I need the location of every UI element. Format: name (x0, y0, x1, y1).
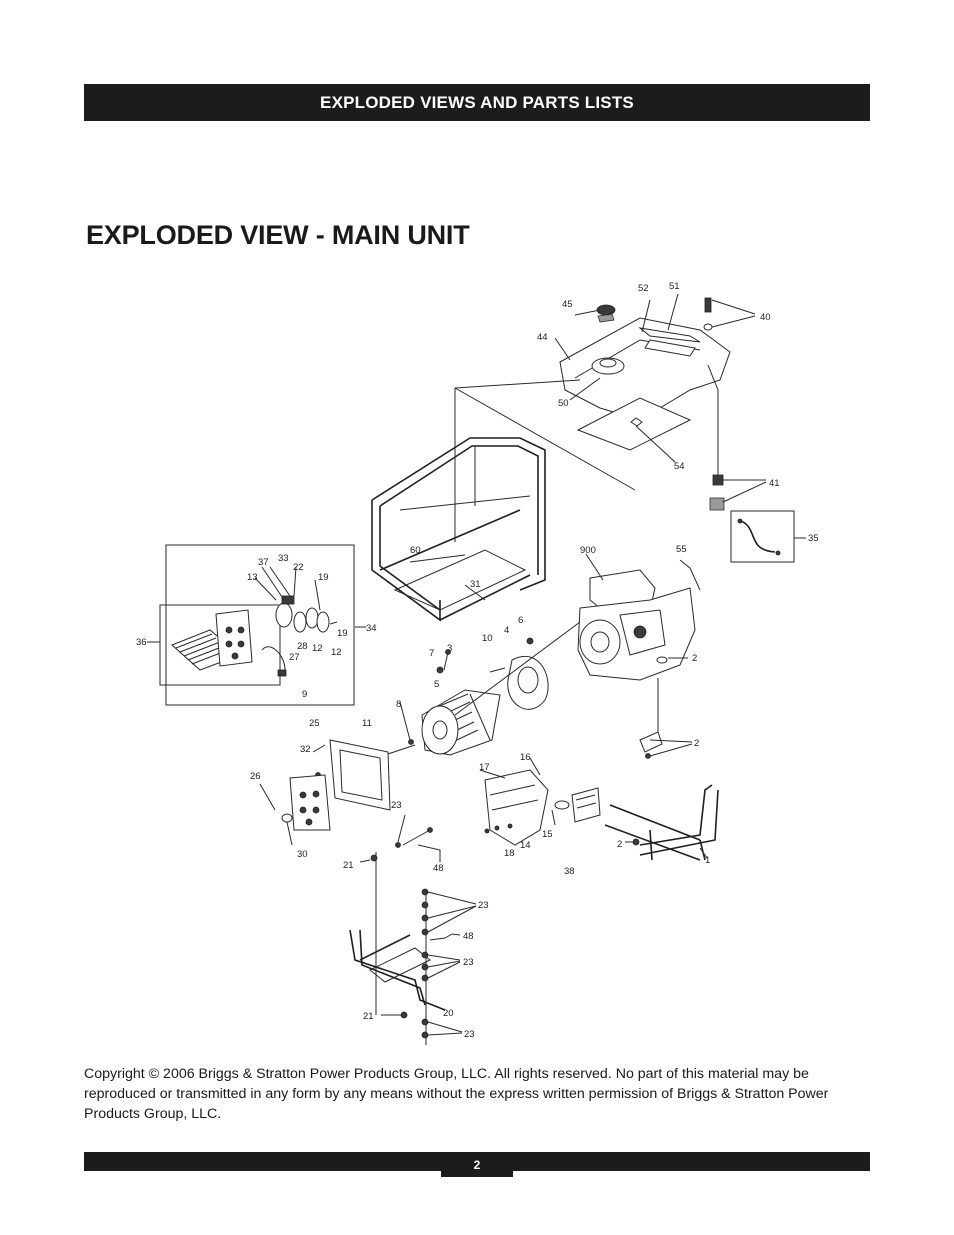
callout-label: 20 (443, 1008, 454, 1019)
callout-label: 3 (447, 643, 452, 654)
rear-housing-group (259, 739, 391, 846)
callout-label: 2 (694, 738, 699, 749)
control-panel-inset (147, 544, 366, 706)
callout-label: 23 (463, 957, 474, 968)
page-title: EXPLODED VIEW - MAIN UNIT (86, 220, 470, 250)
callout-label: 50 (558, 398, 569, 409)
callout-label: 33 (278, 553, 289, 564)
callout-label: 17 (479, 762, 490, 773)
callout-label: 15 (542, 829, 553, 840)
callout-label: 16 (520, 752, 531, 763)
callout-label: 38 (564, 866, 575, 877)
callout-label: 41 (769, 478, 780, 489)
callout-label: 900 (580, 545, 596, 556)
callout-label: 55 (676, 544, 687, 555)
muffler-group (479, 757, 601, 846)
callout-label: 23 (478, 900, 489, 911)
alternator-group (371, 621, 581, 763)
callout-label: 35 (808, 533, 819, 544)
callout-label: 5 (434, 679, 439, 690)
callout-label: 34 (366, 623, 377, 634)
callout-label: 22 (293, 562, 304, 573)
page-number-tab: 2 (441, 1152, 513, 1177)
callout-label: 40 (760, 312, 771, 323)
callout-label: 13 (247, 572, 258, 583)
callout-label: 21 (363, 1011, 374, 1022)
callout-label: 19 (337, 628, 348, 639)
callout-label: 25 (309, 718, 320, 729)
callout-label: 11 (362, 718, 372, 729)
callout-label: 26 (250, 771, 261, 782)
callout-label: 21 (343, 860, 354, 871)
callout-label: 28 (297, 641, 308, 652)
callout-label: 2 (692, 653, 697, 664)
callout-label: 30 (297, 849, 308, 860)
callout-label: 2 (617, 839, 622, 850)
callout-label: 60 (410, 545, 421, 556)
callout-label: 12 (312, 643, 323, 654)
callout-label: 32 (300, 744, 311, 755)
fuel-tank-group (554, 293, 767, 511)
engine-group (577, 553, 701, 759)
callout-label: 23 (391, 800, 402, 811)
callout-label: 14 (520, 840, 531, 851)
callout-label: 19 (318, 572, 329, 583)
callout-label: 31 (470, 579, 481, 590)
fuel-line-box (730, 510, 806, 563)
callout-label: 8 (396, 699, 401, 710)
callout-label: 37 (258, 557, 269, 568)
section-header-title: EXPLODED VIEWS AND PARTS LISTS (320, 92, 634, 112)
callout-label: 52 (638, 283, 649, 294)
callout-label: 23 (464, 1029, 475, 1040)
callout-label: 10 (482, 633, 493, 644)
callout-label: 18 (504, 848, 515, 859)
callout-label: 48 (433, 863, 444, 874)
callout-label: 51 (669, 281, 680, 292)
callout-label: 45 (562, 299, 573, 310)
copyright-notice: Copyright © 2006 Briggs & Stratton Power… (84, 1066, 829, 1122)
page-number: 2 (473, 1157, 481, 1172)
callout-label: 6 (518, 615, 523, 626)
callout-labels: 45 52 51 40 44 50 54 41 35 60 31 900 55 … (136, 281, 819, 1040)
callout-label: 7 (429, 648, 434, 659)
lower-frame-group (349, 814, 477, 1045)
callout-label: 4 (504, 625, 509, 636)
exploded-view-diagram: 45 52 51 40 44 50 54 41 35 60 31 900 55 … (136, 281, 819, 1045)
callout-label: 36 (136, 637, 147, 648)
frame-group (371, 379, 636, 622)
callout-label: 27 (289, 652, 300, 663)
callout-label: 48 (463, 931, 474, 942)
callout-label: 9 (302, 689, 307, 700)
handle-frame-group (604, 784, 719, 861)
callout-label: 1 (705, 855, 710, 866)
section-header-bar: EXPLODED VIEWS AND PARTS LISTS (84, 84, 870, 121)
callout-label: 54 (674, 461, 685, 472)
callout-label: 44 (537, 332, 548, 343)
callout-label: 12 (331, 647, 342, 658)
